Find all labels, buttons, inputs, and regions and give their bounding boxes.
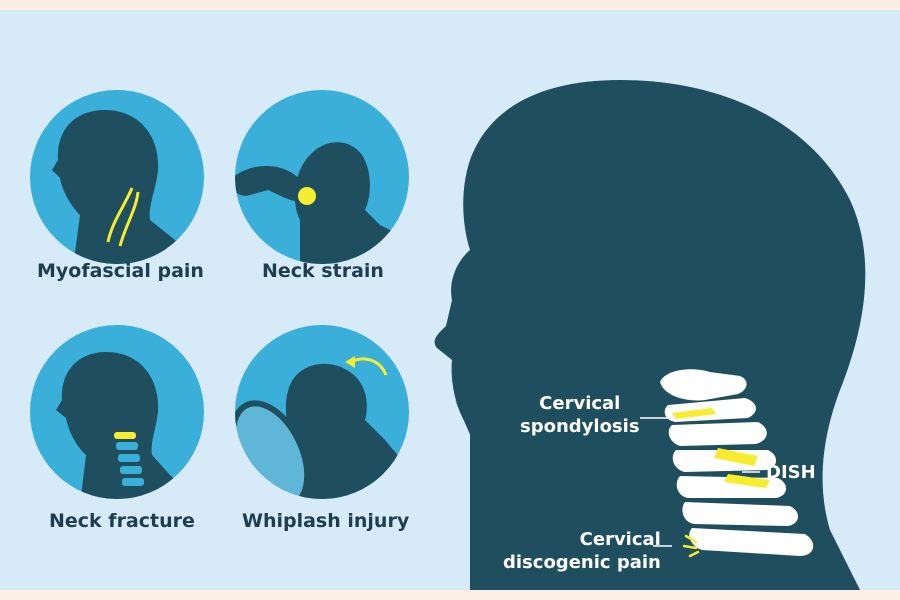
head-profile-icon xyxy=(52,110,204,264)
caption-neck-fracture: Neck fracture xyxy=(49,510,195,532)
myofascial-pain-circle xyxy=(30,90,204,264)
label-dish: DISH xyxy=(766,462,816,483)
label-line: spondylosis xyxy=(520,416,640,437)
label-cervical-spondylosis: Cervical spondylosis xyxy=(520,392,640,438)
label-line: Cervical xyxy=(539,393,621,414)
diagram-canvas: Myofascial pain Neck strain Neck fractur… xyxy=(0,10,900,590)
leader-lines xyxy=(640,417,760,547)
caption-myofascial-pain: Myofascial pain xyxy=(37,260,204,282)
pain-burst-icon xyxy=(682,534,700,558)
label-cervical-discogenic-pain: Cervical discogenic pain xyxy=(503,528,661,574)
spine-highlights xyxy=(672,408,770,488)
illustration xyxy=(30,80,866,590)
whiplash-circle xyxy=(235,325,409,499)
cervical-spine xyxy=(660,369,814,556)
large-head-silhouette xyxy=(434,80,866,590)
neck-strain-circle xyxy=(235,90,409,264)
spine-head-icon xyxy=(56,352,200,499)
caption-whiplash-injury: Whiplash injury xyxy=(242,510,410,532)
label-line: discogenic pain xyxy=(503,552,661,573)
caption-neck-strain: Neck strain xyxy=(262,260,384,282)
label-line: Cervical xyxy=(579,529,661,550)
neck-fracture-circle xyxy=(30,325,204,499)
